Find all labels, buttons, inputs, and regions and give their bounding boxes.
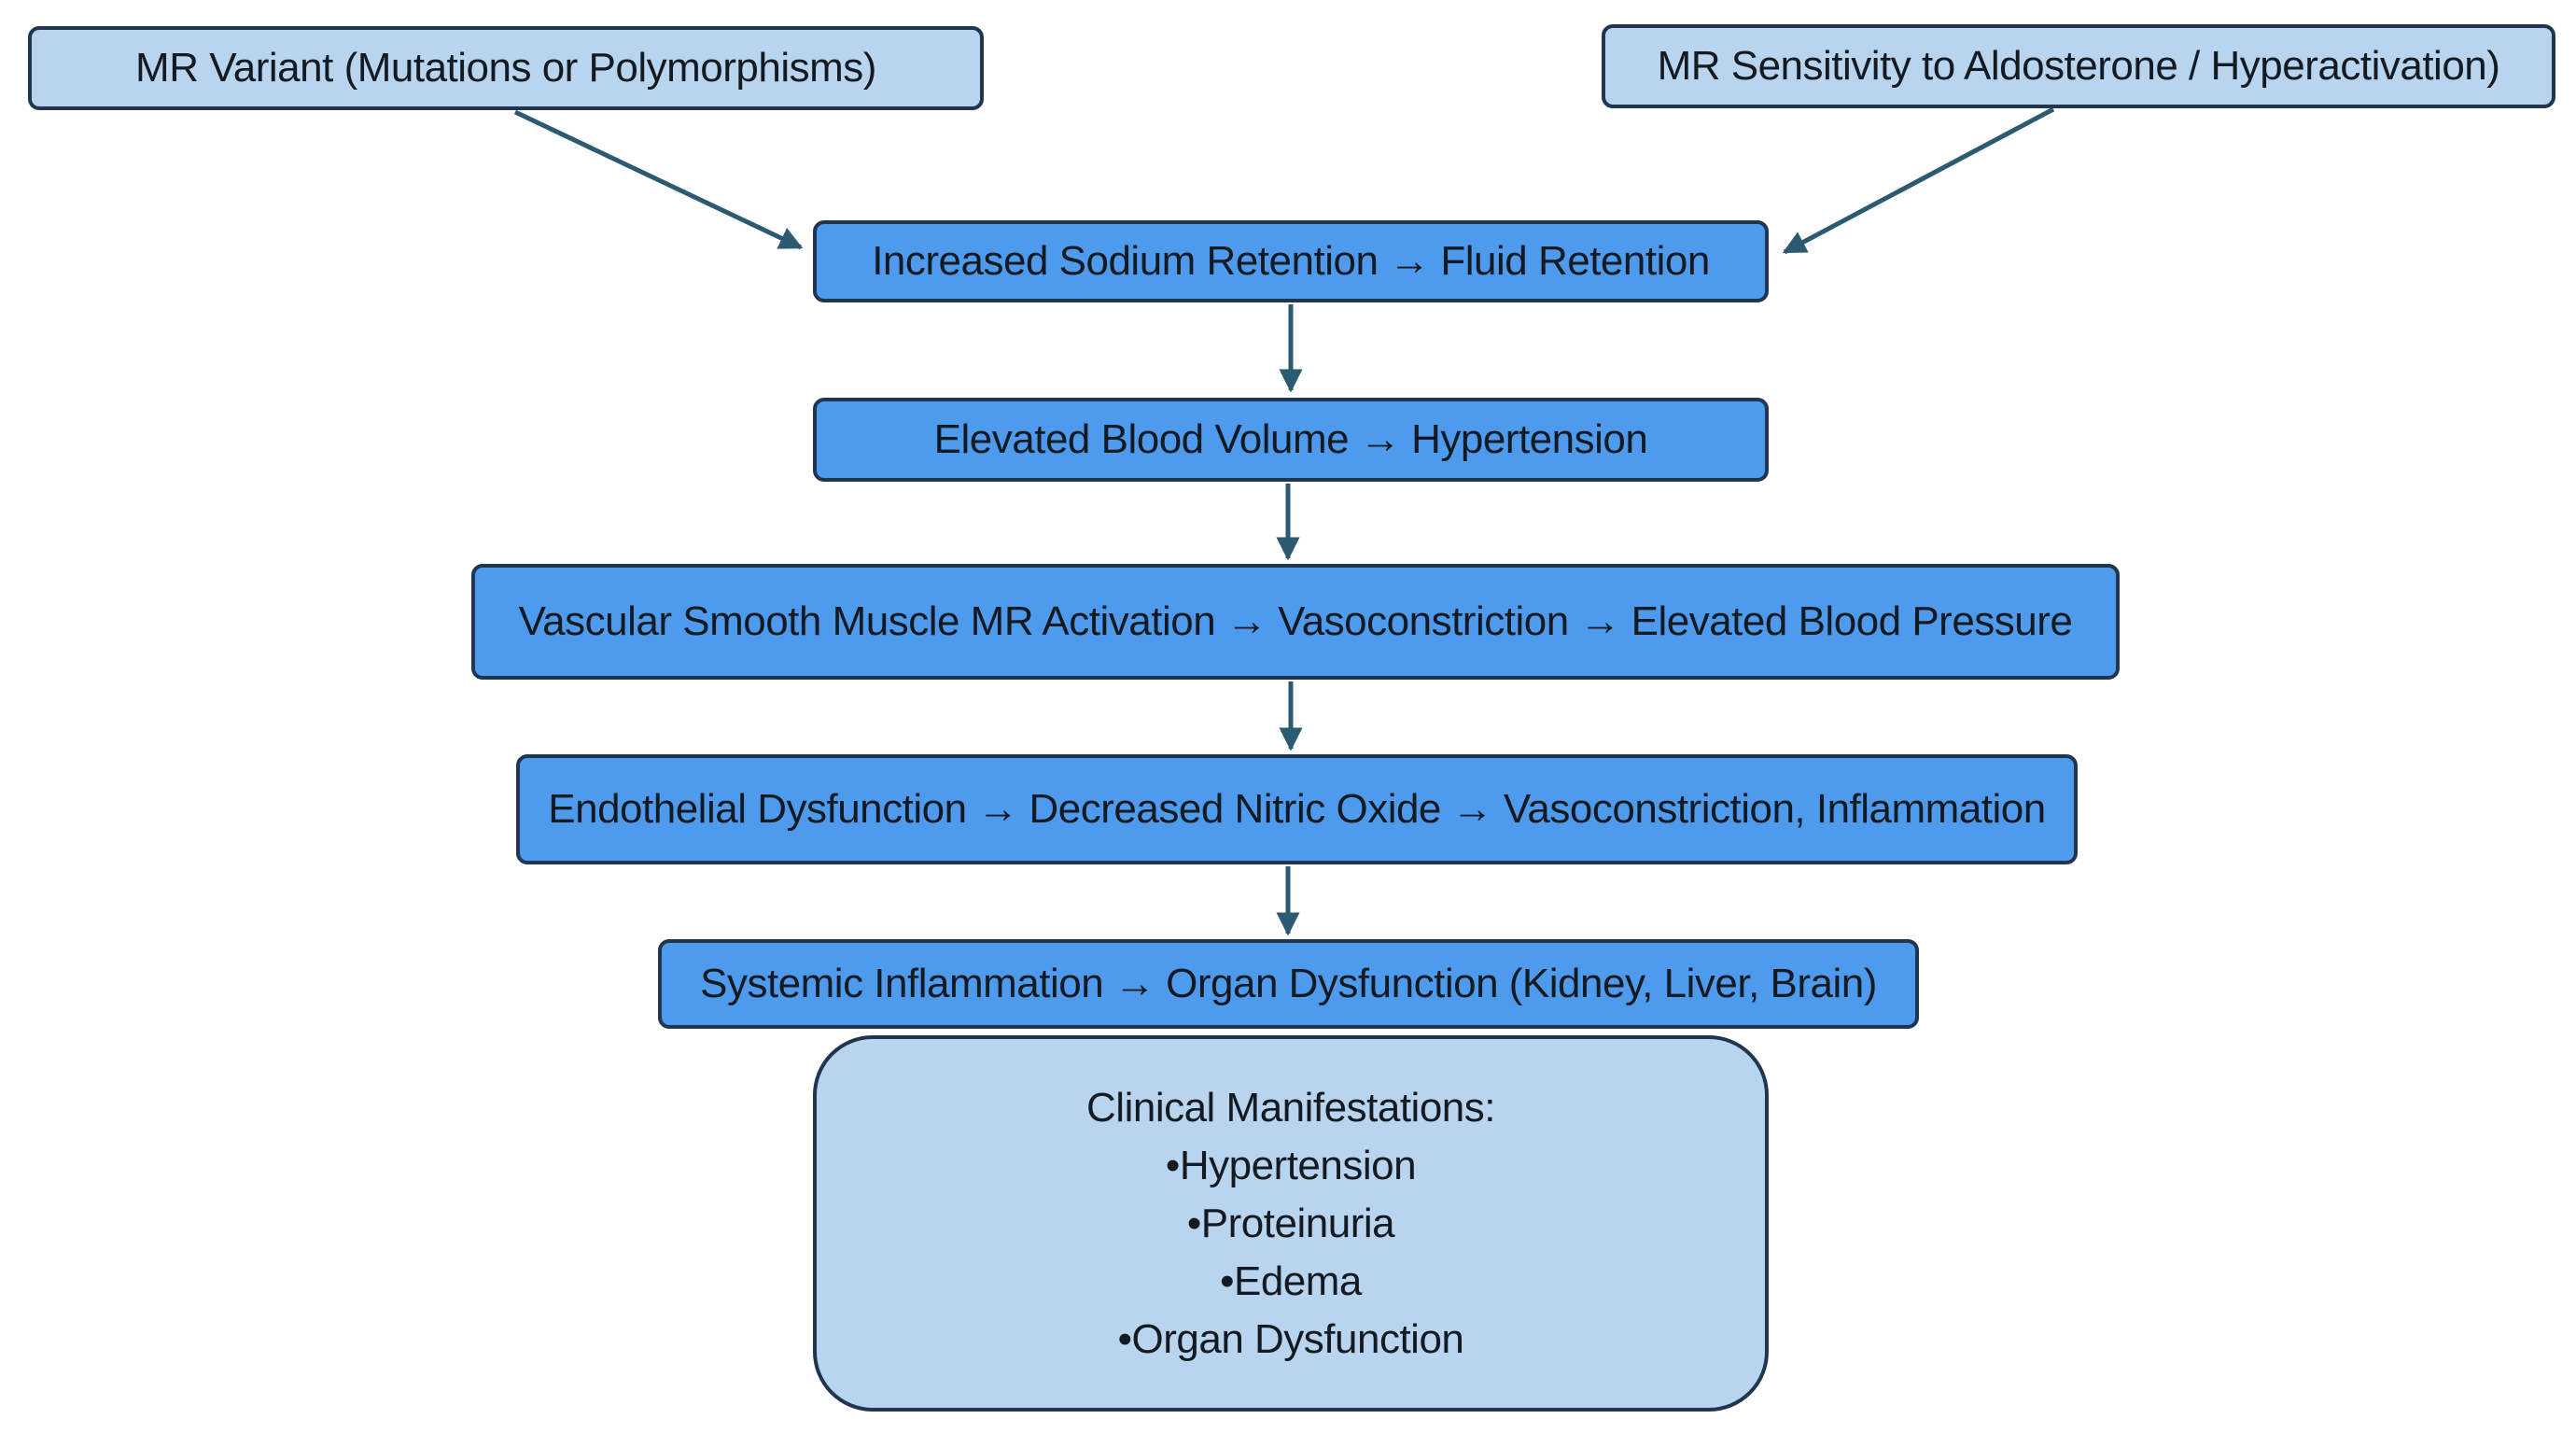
mr-variant-box: MR Variant (Mutations or Polymorphisms) bbox=[28, 26, 984, 110]
clinical-item-hypertension: •Hypertension bbox=[1165, 1142, 1417, 1188]
systemic-inflammation-box: Systemic Inflammation → Organ Dysfunctio… bbox=[658, 939, 1919, 1029]
vascular-activation-label: Vascular Smooth Muscle MR Activation → V… bbox=[518, 598, 2073, 644]
sodium-retention-label: Increased Sodium Retention → Fluid Reten… bbox=[872, 238, 1710, 284]
mr-variant-label: MR Variant (Mutations or Polymorphisms) bbox=[135, 45, 876, 91]
arrow-sensitivity-to-sodium bbox=[1782, 106, 2055, 255]
clinical-manifestations-box: Clinical Manifestations: •Hypertension •… bbox=[813, 1035, 1769, 1412]
clinical-item-edema: •Edema bbox=[1220, 1257, 1362, 1304]
clinical-manifestations-title: Clinical Manifestations: bbox=[1086, 1084, 1495, 1131]
vascular-activation-box: Vascular Smooth Muscle MR Activation → V… bbox=[471, 564, 2120, 680]
mr-sensitivity-label: MR Sensitivity to Aldosterone / Hyperact… bbox=[1657, 43, 2500, 89]
mr-sensitivity-box: MR Sensitivity to Aldosterone / Hyperact… bbox=[1602, 24, 2555, 108]
systemic-inflammation-label: Systemic Inflammation → Organ Dysfunctio… bbox=[700, 961, 1877, 1006]
endothelial-dysfunction-box: Endothelial Dysfunction → Decreased Nitr… bbox=[516, 754, 2078, 864]
blood-volume-label: Elevated Blood Volume → Hypertension bbox=[933, 416, 1648, 462]
sodium-retention-box: Increased Sodium Retention → Fluid Reten… bbox=[813, 220, 1769, 302]
blood-volume-box: Elevated Blood Volume → Hypertension bbox=[813, 398, 1769, 482]
clinical-item-proteinuria: •Proteinuria bbox=[1186, 1200, 1395, 1246]
clinical-item-organ-dysfunction: •Organ Dysfunction bbox=[1117, 1315, 1464, 1362]
arrow-variant-to-sodium bbox=[513, 109, 804, 250]
endothelial-dysfunction-label: Endothelial Dysfunction → Decreased Nitr… bbox=[548, 786, 2046, 832]
